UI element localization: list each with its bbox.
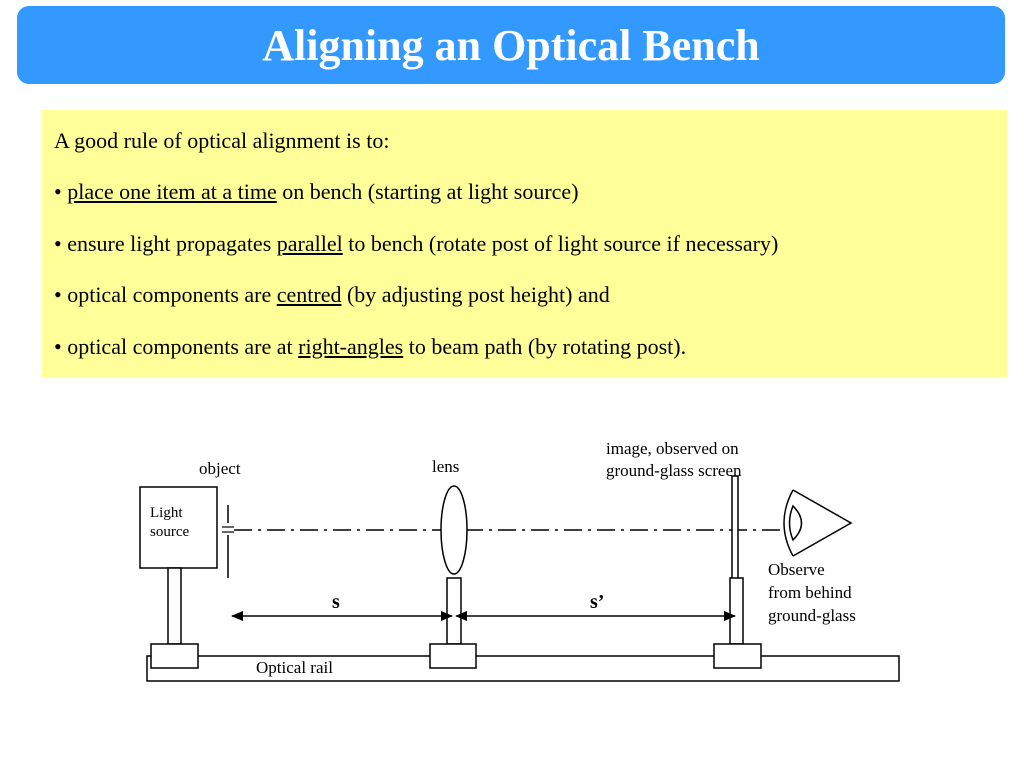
alignment-rules-box: A good rule of optical alignment is to: … [42, 110, 1007, 377]
rule-2-rest: to bench (rotate post of light source if… [342, 230, 779, 256]
s-prime-label: s’ [590, 591, 604, 613]
eye-icon [783, 489, 853, 557]
rule-2-underlined: parallel [276, 230, 343, 256]
bullet: • [54, 282, 62, 308]
observe-line-3: ground-glass [768, 606, 856, 625]
rule-4-lead: optical components are at [67, 333, 299, 359]
image-label-line-2: ground-glass screen [606, 461, 742, 480]
bullet: • [54, 230, 62, 256]
optical-rail [146, 655, 900, 682]
rule-item-2: • ensure light propagates parallel to be… [54, 231, 995, 257]
observe-label: Observe from behind ground-glass [768, 560, 856, 625]
lens-element [440, 485, 468, 575]
lens-post [446, 577, 462, 645]
observe-line-1: Observe [768, 560, 825, 579]
rule-1-rest: on bench (starting at light source) [276, 179, 579, 205]
page-title: Aligning an Optical Bench [262, 20, 760, 70]
rule-3-rest: (by adjusting post height) and [341, 282, 610, 308]
screen-carrier [713, 643, 762, 669]
light-source-box [139, 486, 218, 569]
rule-1-underlined: place one item at a time [67, 179, 277, 205]
light-source-label: Light source [150, 505, 189, 540]
s-label: s [332, 591, 340, 613]
rule-4-underlined: right-angles [298, 333, 404, 359]
lens-carrier [429, 643, 477, 669]
observe-line-2: from behind [768, 583, 852, 602]
rail-label: Optical rail [256, 658, 333, 677]
screen-post [729, 577, 744, 645]
light-source-carrier [150, 643, 199, 669]
bullet: • [54, 333, 62, 359]
rules-intro: A good rule of optical alignment is to: [54, 128, 390, 153]
rule-3-underlined: centred [276, 282, 342, 308]
image-label-line-1: image, observed on [606, 439, 739, 458]
title-banner: Aligning an Optical Bench [17, 6, 1005, 84]
rule-2-lead: ensure light propagates [67, 230, 277, 256]
light-source-line-2: source [150, 524, 189, 540]
rule-4-rest: to beam path (by rotating post). [403, 333, 687, 359]
light-source-line-1: Light [150, 505, 183, 521]
bullet: • [54, 179, 62, 205]
rule-item-3: • optical components are centred (by adj… [54, 282, 995, 308]
light-source-post [167, 567, 182, 645]
rule-item-4: • optical components are at right-angles… [54, 334, 995, 360]
image-label: image, observed on ground-glass screen [606, 439, 743, 480]
rule-3-lead: optical components are [67, 282, 277, 308]
ground-glass-screen [731, 475, 739, 585]
object-label: object [199, 459, 241, 478]
lens-label: lens [432, 457, 459, 476]
rule-item-1: • place one item at a time on bench (sta… [54, 179, 995, 205]
